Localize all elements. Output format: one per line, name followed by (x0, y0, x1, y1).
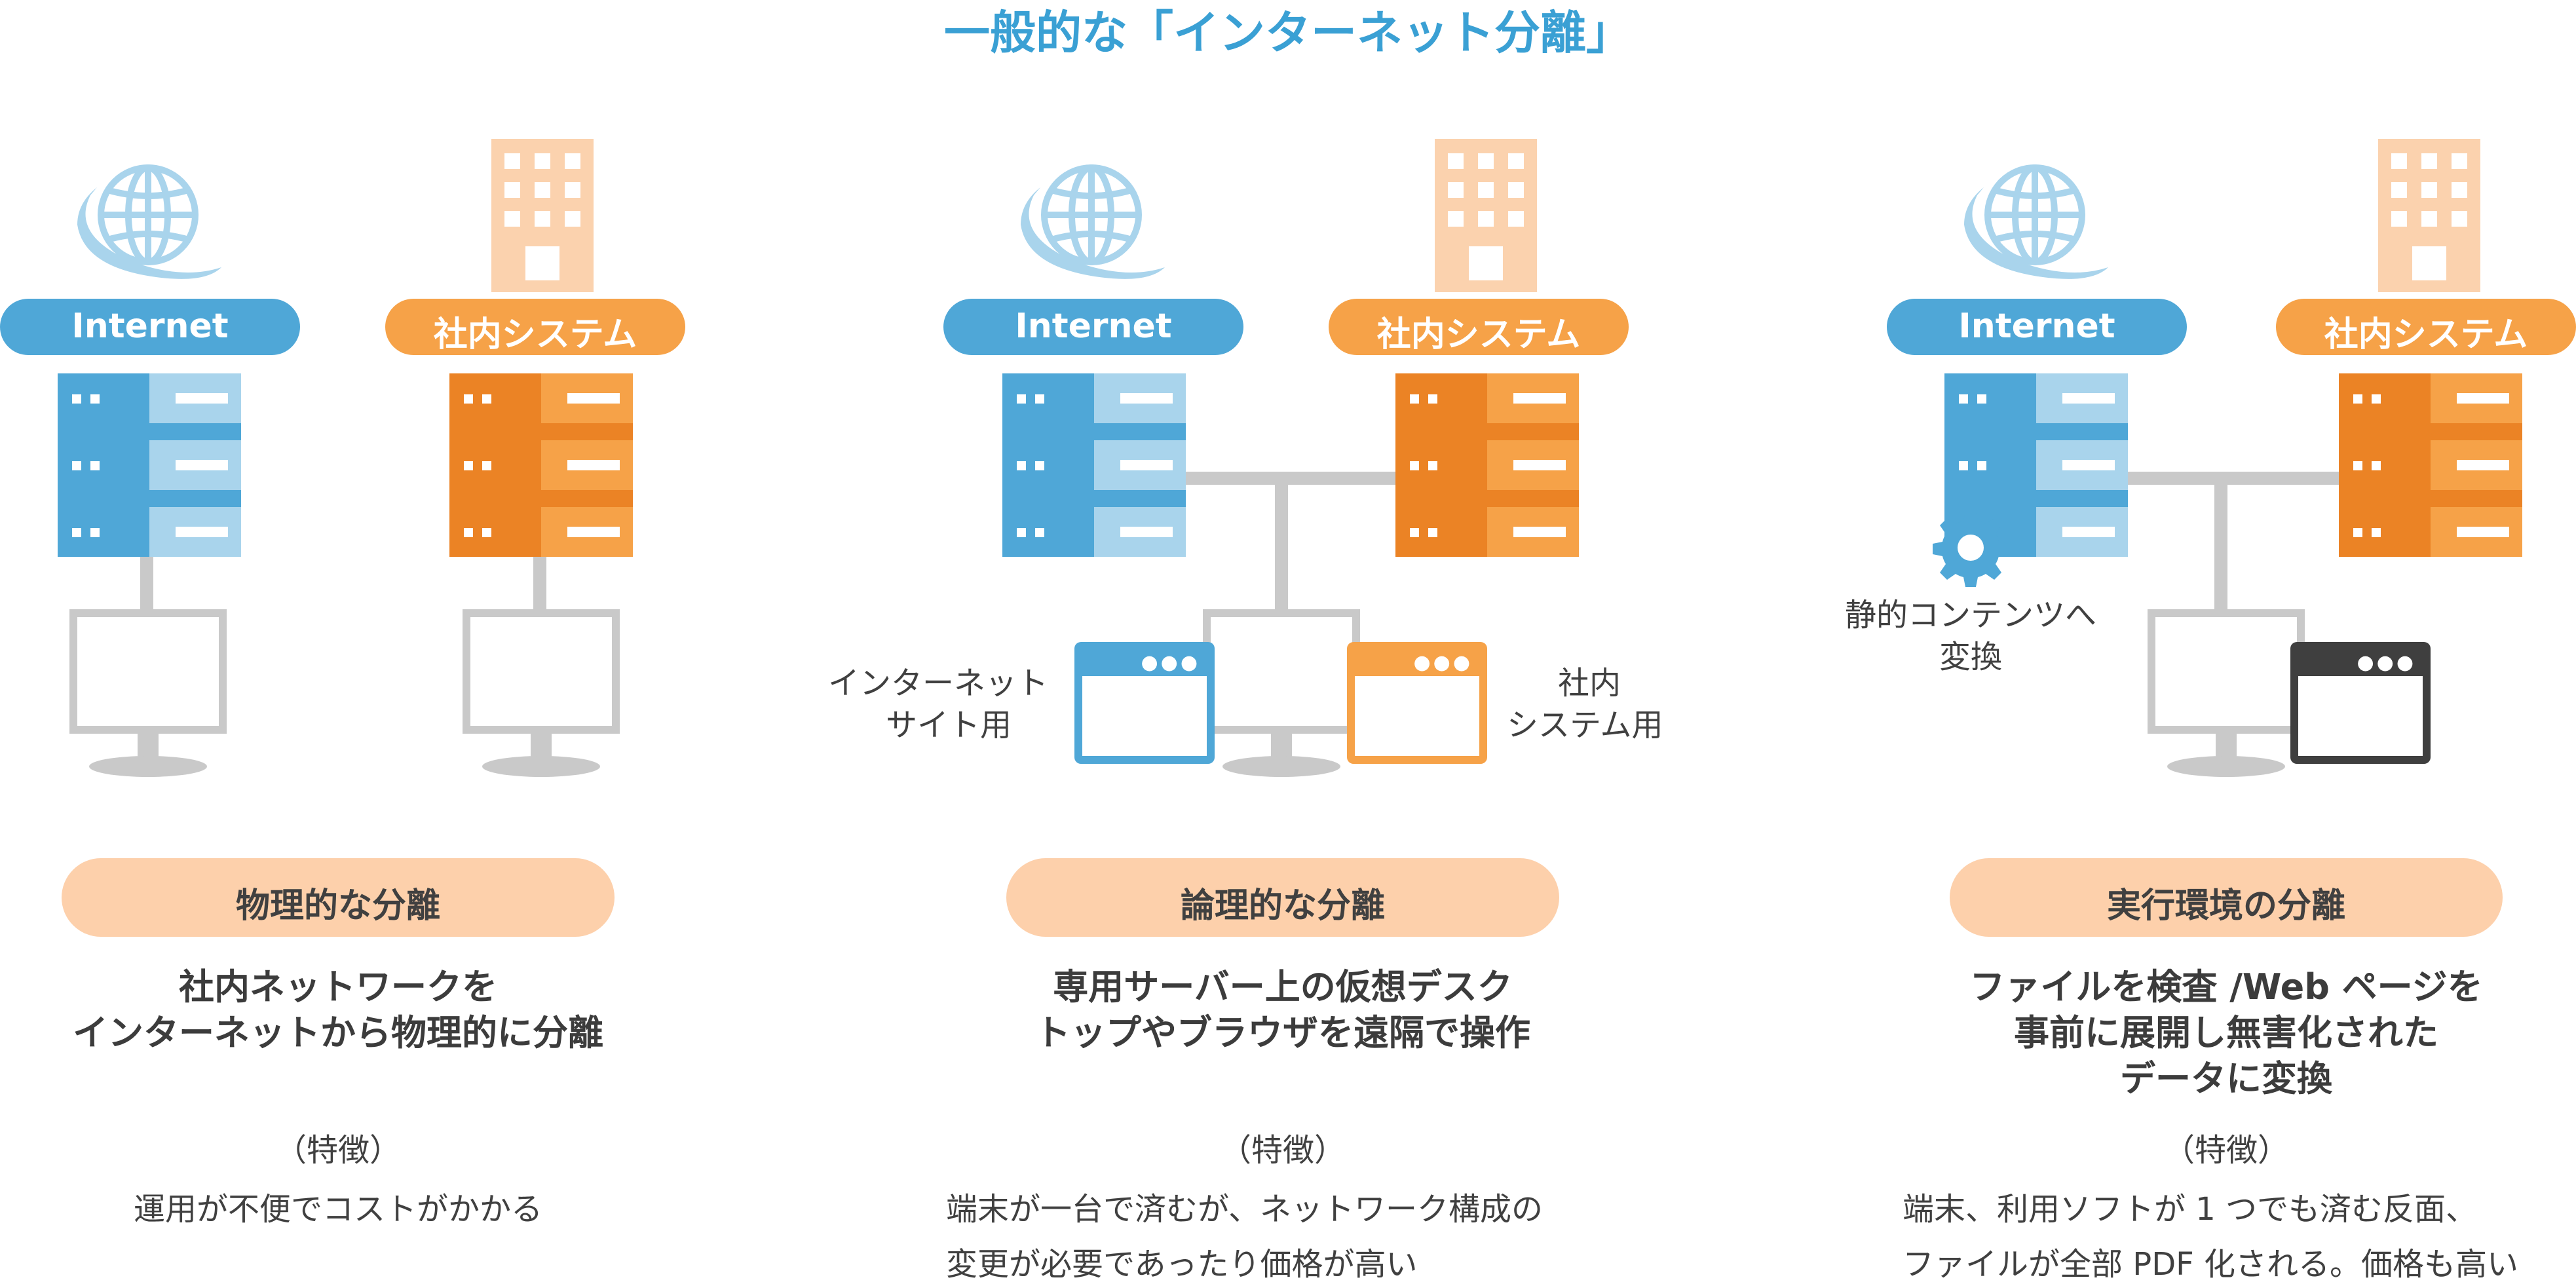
gear-icon (1931, 508, 2010, 587)
category-pill: 実行環境の分離 (1950, 858, 2503, 937)
globe-icon (1958, 156, 2115, 287)
category-label: 論理的な分離 (1180, 886, 1385, 926)
building-icon (2378, 139, 2480, 292)
internal-system-label: 社内システム (433, 315, 637, 354)
feature-line: 端末が一台で済むが、ネットワーク構成の (946, 1191, 1544, 1228)
globe-icon (71, 156, 228, 287)
sanitized-window-icon: ●●● (2290, 642, 2431, 764)
category-label: 実行環境の分離 (2106, 886, 2345, 926)
feature-heading: （特徴） (275, 1132, 402, 1169)
internal-system-pill: 社内システム (1329, 299, 1629, 355)
internet-browser-window-icon: ●●● (1074, 642, 1215, 764)
internal-server-icon (2339, 373, 2522, 557)
category-label: 物理的な分離 (235, 886, 440, 926)
internal-server-icon (449, 373, 633, 557)
internal-browser-window-icon: ●●● (1347, 642, 1487, 764)
internet-label: Internet (1015, 307, 1172, 346)
window-titlebar (1355, 650, 1479, 676)
internet-pill: Internet (1887, 299, 2187, 355)
description-line: トップやブラウザを遠隔で操作 (1035, 1012, 1530, 1053)
building-icon (1435, 139, 1537, 292)
feature-line: 運用が不便でコストがかかる (133, 1191, 543, 1228)
description-line: ファイルを検査 /Web ページを (1969, 966, 2483, 1008)
window-label: サイト用 (886, 707, 1012, 744)
window-label: インターネット (828, 665, 1049, 702)
window-dots: ●●● (1141, 651, 1200, 674)
feature-line: 変更が必要であったり価格が高い (946, 1246, 1418, 1283)
gear-label: 変換 (1939, 639, 2003, 675)
window-label: 社内 (1558, 665, 1621, 702)
window-dots: ●●● (1413, 651, 1473, 674)
feature-line: ファイルが全部 PDF 化される。価格も高い (1903, 1246, 2519, 1283)
internet-pill: Internet (0, 299, 300, 355)
description-line: 社内ネットワークを (179, 966, 497, 1008)
description-line: 専用サーバー上の仮想デスク (1053, 966, 1513, 1008)
internal-server-icon (1395, 373, 1579, 557)
feature-heading: （特徴） (2163, 1132, 2290, 1169)
internal-system-pill: 社内システム (385, 299, 685, 355)
description-line: インターネットから物理的に分離 (73, 1012, 603, 1053)
description-line: 事前に展開し無害化された (2014, 1012, 2438, 1053)
internet-pill: Internet (943, 299, 1243, 355)
internal-system-label: 社内システム (1376, 315, 1581, 354)
internal-system-label: 社内システム (2324, 315, 2528, 354)
description-line: データに変換 (2120, 1058, 2332, 1099)
building-icon (491, 139, 594, 292)
category-pill: 物理的な分離 (62, 858, 615, 937)
window-dots: ●●● (2357, 651, 2416, 674)
category-pill: 論理的な分離 (1006, 858, 1559, 937)
feature-line: 端末、利用ソフトが 1 つでも済む反面、 (1903, 1191, 2478, 1228)
window-titlebar (2298, 650, 2423, 676)
monitor-icon (2148, 609, 2305, 780)
monitor-icon (69, 609, 227, 780)
window-label: システム用 (1507, 707, 1663, 744)
feature-heading: （特徴） (1219, 1132, 1346, 1169)
internet-server-icon (1002, 373, 1186, 557)
monitor-icon (1203, 609, 1360, 780)
page-title: 一般的な「インターネット分離」 (944, 6, 1632, 60)
internet-label: Internet (71, 307, 229, 346)
internal-system-pill: 社内システム (2276, 299, 2576, 355)
window-titlebar (1082, 650, 1207, 676)
internet-server-icon (58, 373, 241, 557)
gear-label: 静的コンテンツへ (1844, 597, 2097, 633)
globe-icon (1014, 156, 1171, 287)
internet-label: Internet (1958, 307, 2115, 346)
monitor-icon (463, 609, 620, 780)
